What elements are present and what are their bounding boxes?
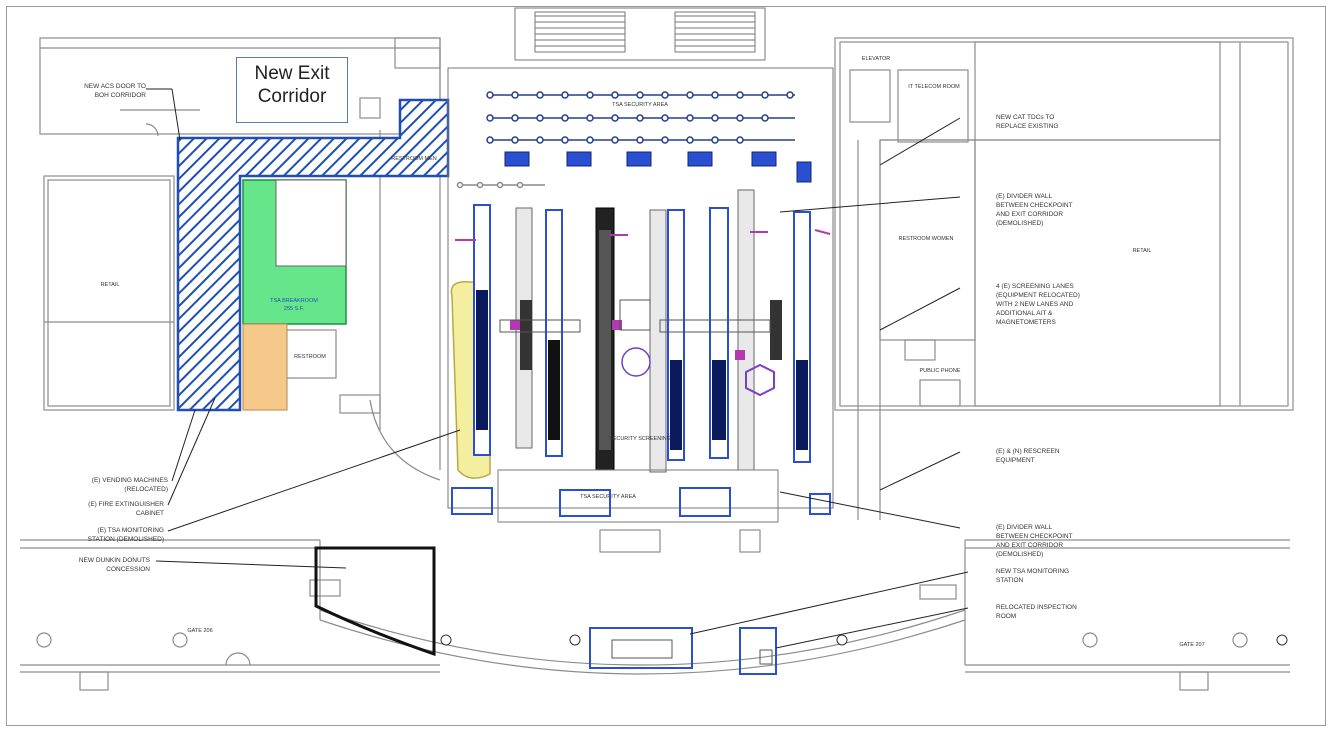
vending-area (242, 323, 288, 411)
acs-door-note-2: BOH CORRIDOR (95, 92, 147, 99)
divider1-note-1: (E) DIVIDER WALL (996, 193, 1052, 200)
leader-lines (146, 88, 969, 649)
lanes-note-2: (EQUIPMENT RELOCATED) (996, 292, 1080, 299)
screening-lanes (455, 189, 831, 473)
new-exit-corridor-callout: New Exit Corridor (236, 57, 348, 123)
elevator-label: ELEVATOR (862, 56, 890, 62)
inspection-note-1: RELOCATED INSPECTION (996, 604, 1077, 611)
tsa-area-top-label: TSA SECURITY AREA (612, 102, 668, 108)
restroom-women-label: RESTROOM WOMEN (899, 236, 954, 242)
rescreen-note-2: EQUIPMENT (996, 457, 1035, 464)
breakroom-label: TSA BREAKROOM (270, 298, 318, 304)
dunkin-note-2: CONCESSION (106, 566, 150, 573)
tdc-podiums (504, 151, 812, 183)
retail-right-label: RETAIL (1133, 248, 1152, 254)
concourse (20, 539, 1290, 691)
callout-line-1: New Exit (254, 63, 330, 84)
new-tsa-note-2: STATION (996, 577, 1024, 584)
acs-door-note-1: NEW ACS DOOR TO (84, 83, 146, 90)
lower-tsa-area (497, 469, 779, 553)
inspection-note-2: ROOM (996, 613, 1016, 620)
it-telecom-label: IT TELECOM ROOM (908, 84, 960, 90)
escalators-stairs (447, 7, 834, 509)
gate-206-label: GATE 206 (187, 628, 212, 634)
callout-line-2: Corridor (257, 86, 327, 107)
tdc-note-1: NEW CAT TDCs TO (996, 114, 1054, 121)
lanes-note-1: 4 (E) SCREENING LANES (996, 283, 1074, 290)
rescreen-note-1: (E) & (N) RESCREEN (996, 448, 1060, 455)
left-annotations: NEW ACS DOOR TO BOH CORRIDOR (E) VENDING… (79, 83, 169, 573)
tsa-area-bottom-label: TSA SECURITY AREA (580, 494, 636, 500)
dunkin-donuts-concession (314, 546, 436, 657)
section-markers (440, 634, 1288, 646)
drawing-frame (6, 6, 1326, 726)
divider1-note-4: (DEMOLISHED) (996, 220, 1043, 227)
security-label: SECURITY SCREENING (609, 436, 671, 442)
relocated-inspection-room (739, 627, 777, 675)
divider2-note-3: AND EXIT CORRIDOR (996, 542, 1063, 549)
right-annotations: NEW CAT TDCs TO REPLACE EXISTING (E) DIV… (996, 114, 1080, 620)
breakroom-area: 255 S.F. (284, 306, 305, 312)
queue-stanchions (456, 91, 795, 189)
fire-note-2: CABINET (136, 510, 164, 517)
divider2-note-1: (E) DIVIDER WALL (996, 524, 1052, 531)
restroom-men-label: RESTROOM MEN (391, 156, 437, 162)
dunkin-note-1: NEW DUNKIN DONUTS (79, 557, 151, 564)
lanes-note-5: MAGNETOMETERS (996, 319, 1056, 326)
divider1-note-2: BETWEEN CHECKPOINT (996, 202, 1073, 209)
vending-note-1: (E) VENDING MACHINES (92, 477, 169, 484)
divider2-note-4: (DEMOLISHED) (996, 551, 1043, 558)
retail-label: RETAIL (101, 282, 120, 288)
tdc-note-2: REPLACE EXISTING (996, 123, 1059, 130)
lanes-note-4: ADDITIONAL AIT & (996, 310, 1053, 317)
vending-note-2: (RELOCATED) (124, 486, 168, 493)
gate-207-label: GATE 207 (1179, 642, 1204, 648)
fire-note-1: (E) FIRE EXTINGUISHER (88, 501, 164, 508)
public-phone-label: PUBLIC PHONE (920, 368, 961, 374)
tsa-mon-note-1: (E) TSA MONITORING (97, 527, 164, 534)
divider2-note-2: BETWEEN CHECKPOINT (996, 533, 1073, 540)
new-tsa-note-1: NEW TSA MONITORING (996, 568, 1069, 575)
tsa-mon-note-2: STATION (DEMOLISHED) (88, 536, 164, 543)
divider1-note-3: AND EXIT CORRIDOR (996, 211, 1063, 218)
right-wing-walls (834, 37, 1294, 520)
rescreen-equipment (451, 487, 831, 517)
restroom-label: RESTROOM (294, 354, 326, 360)
new-tsa-monitoring-station (589, 627, 693, 669)
lanes-note-3: WITH 2 NEW LANES AND (996, 301, 1074, 308)
